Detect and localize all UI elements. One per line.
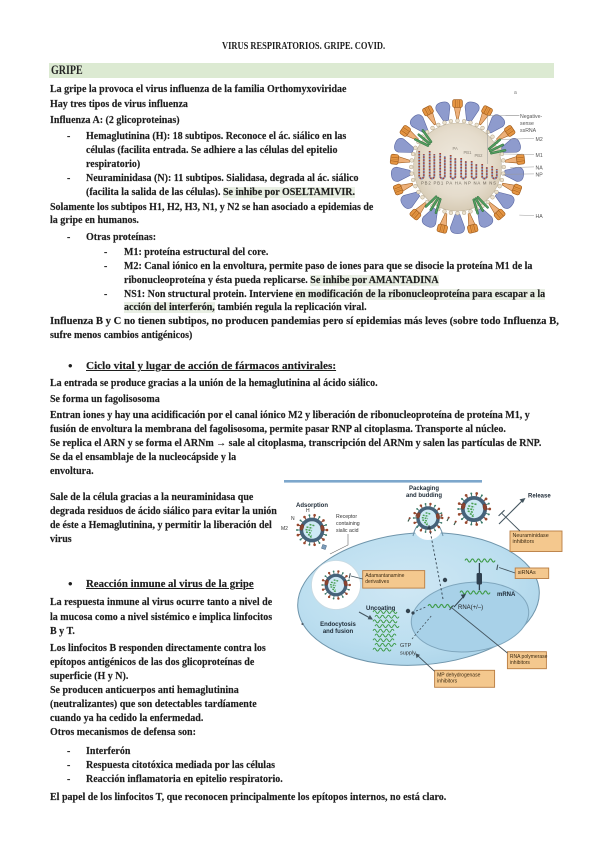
svg-text:NA: NA	[536, 166, 544, 172]
svg-text:inhibitors: inhibitors	[513, 539, 535, 545]
svg-text:siRNAs: siRNAs	[518, 570, 536, 576]
svg-text:H: H	[306, 508, 310, 514]
svg-text:derivatives: derivatives	[365, 579, 389, 585]
svg-text:RNA polymerase: RNA polymerase	[510, 654, 548, 660]
svg-text:PB2 PB1 PA HA NP NA M NS: PB2 PB1 PA HA NP NA M NS	[421, 181, 496, 186]
svg-text:N: N	[291, 516, 295, 522]
svg-text:PB1: PB1	[464, 150, 473, 155]
svg-text:Uncoating: Uncoating	[366, 606, 396, 612]
svg-text:PB2: PB2	[475, 153, 484, 158]
svg-text:Receptor: Receptor	[336, 514, 357, 520]
svg-text:Adamantanamine: Adamantanamine	[365, 573, 404, 579]
svg-text:a: a	[514, 90, 517, 96]
svg-text:HA: HA	[536, 214, 544, 220]
svg-text:MP dehydrogenase: MP dehydrogenase	[437, 673, 480, 679]
svg-text:supply: supply	[400, 651, 416, 657]
svg-text:PA: PA	[453, 146, 458, 151]
svg-text:Packaging: Packaging	[409, 486, 439, 492]
svg-text:containing: containing	[336, 521, 360, 527]
svg-text:inhibitors: inhibitors	[437, 679, 458, 685]
svg-text:and fusion: and fusion	[323, 629, 354, 635]
svg-text:Negative-: Negative-	[520, 114, 542, 120]
svg-text:Endocytosis: Endocytosis	[320, 622, 356, 628]
svg-text:and budding: and budding	[406, 493, 442, 499]
svg-text:M2: M2	[536, 137, 543, 143]
svg-text:Release: Release	[528, 494, 551, 500]
svg-text:RNA(+/–): RNA(+/–)	[458, 605, 483, 611]
svg-text:GTP: GTP	[400, 643, 412, 649]
svg-text:M2: M2	[281, 526, 288, 532]
svg-text:NP: NP	[536, 173, 544, 179]
svg-text:Adsorption: Adsorption	[296, 503, 328, 509]
svg-text:sense: sense	[520, 121, 534, 127]
svg-text:sialic acid: sialic acid	[336, 528, 359, 534]
svg-text:Neuraminidase: Neuraminidase	[513, 533, 549, 539]
svg-text:mRNA: mRNA	[497, 592, 516, 598]
svg-text:M1: M1	[536, 153, 543, 159]
svg-text:inhibitors: inhibitors	[510, 660, 531, 666]
svg-text:ssRNA: ssRNA	[520, 128, 537, 134]
